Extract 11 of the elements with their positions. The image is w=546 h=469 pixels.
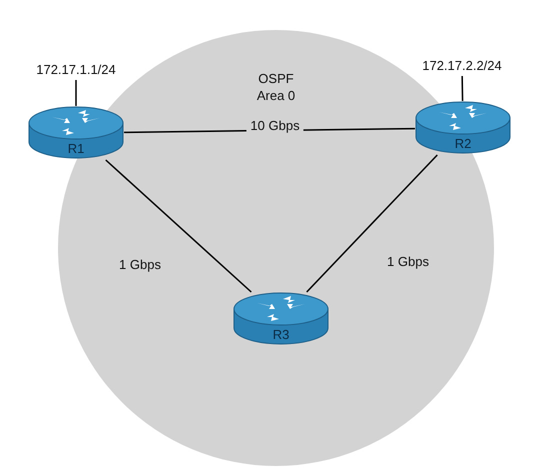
link-line [75, 80, 77, 106]
area-label: OSPF Area 0 [256, 70, 296, 104]
router-label: R1 [66, 140, 86, 158]
link-line [461, 76, 464, 102]
link-line [306, 154, 438, 293]
router-label: R3 [272, 326, 290, 344]
ip-address-label: 172.17.2.2/24 [412, 56, 512, 76]
ip-address-label: 172.17.1.1/24 [26, 60, 126, 80]
link-line [105, 159, 252, 293]
router-label: R2 [454, 135, 472, 153]
edge-label: 10 Gbps [246, 118, 304, 134]
